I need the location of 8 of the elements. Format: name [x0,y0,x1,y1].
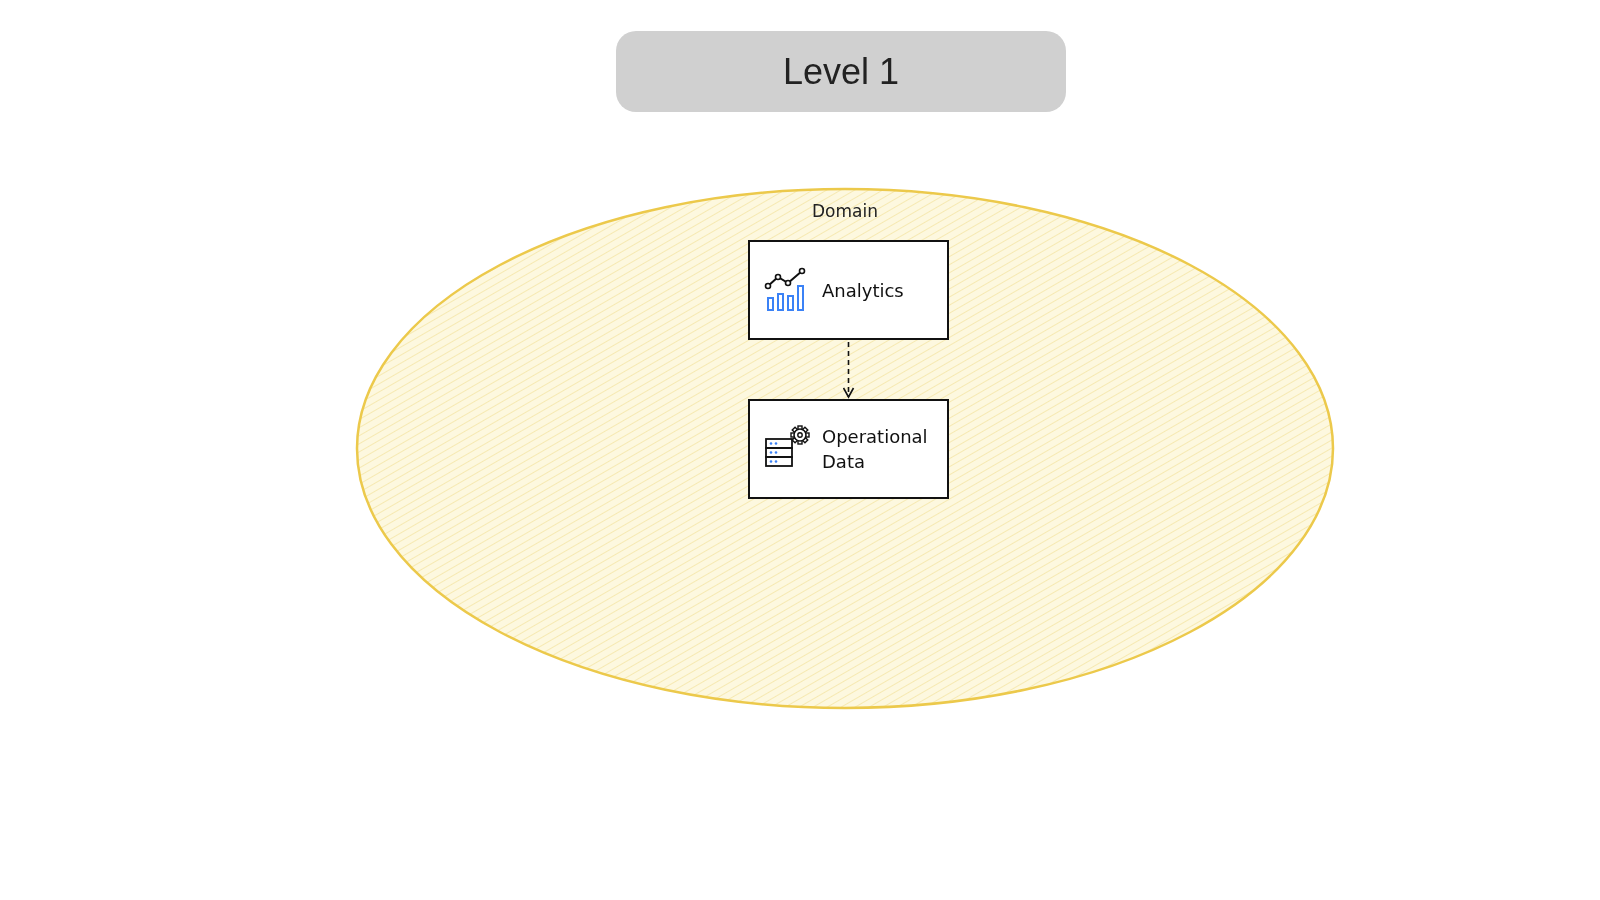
component-label: Operational Data [822,425,929,474]
title-banner: Level 1 [616,31,1066,112]
component-box [748,399,949,499]
component-box [748,240,949,340]
arrow [842,341,855,398]
component-label: Analytics [822,278,905,303]
domain-ellipse [355,187,1335,710]
domain-label: Domain [811,201,879,221]
